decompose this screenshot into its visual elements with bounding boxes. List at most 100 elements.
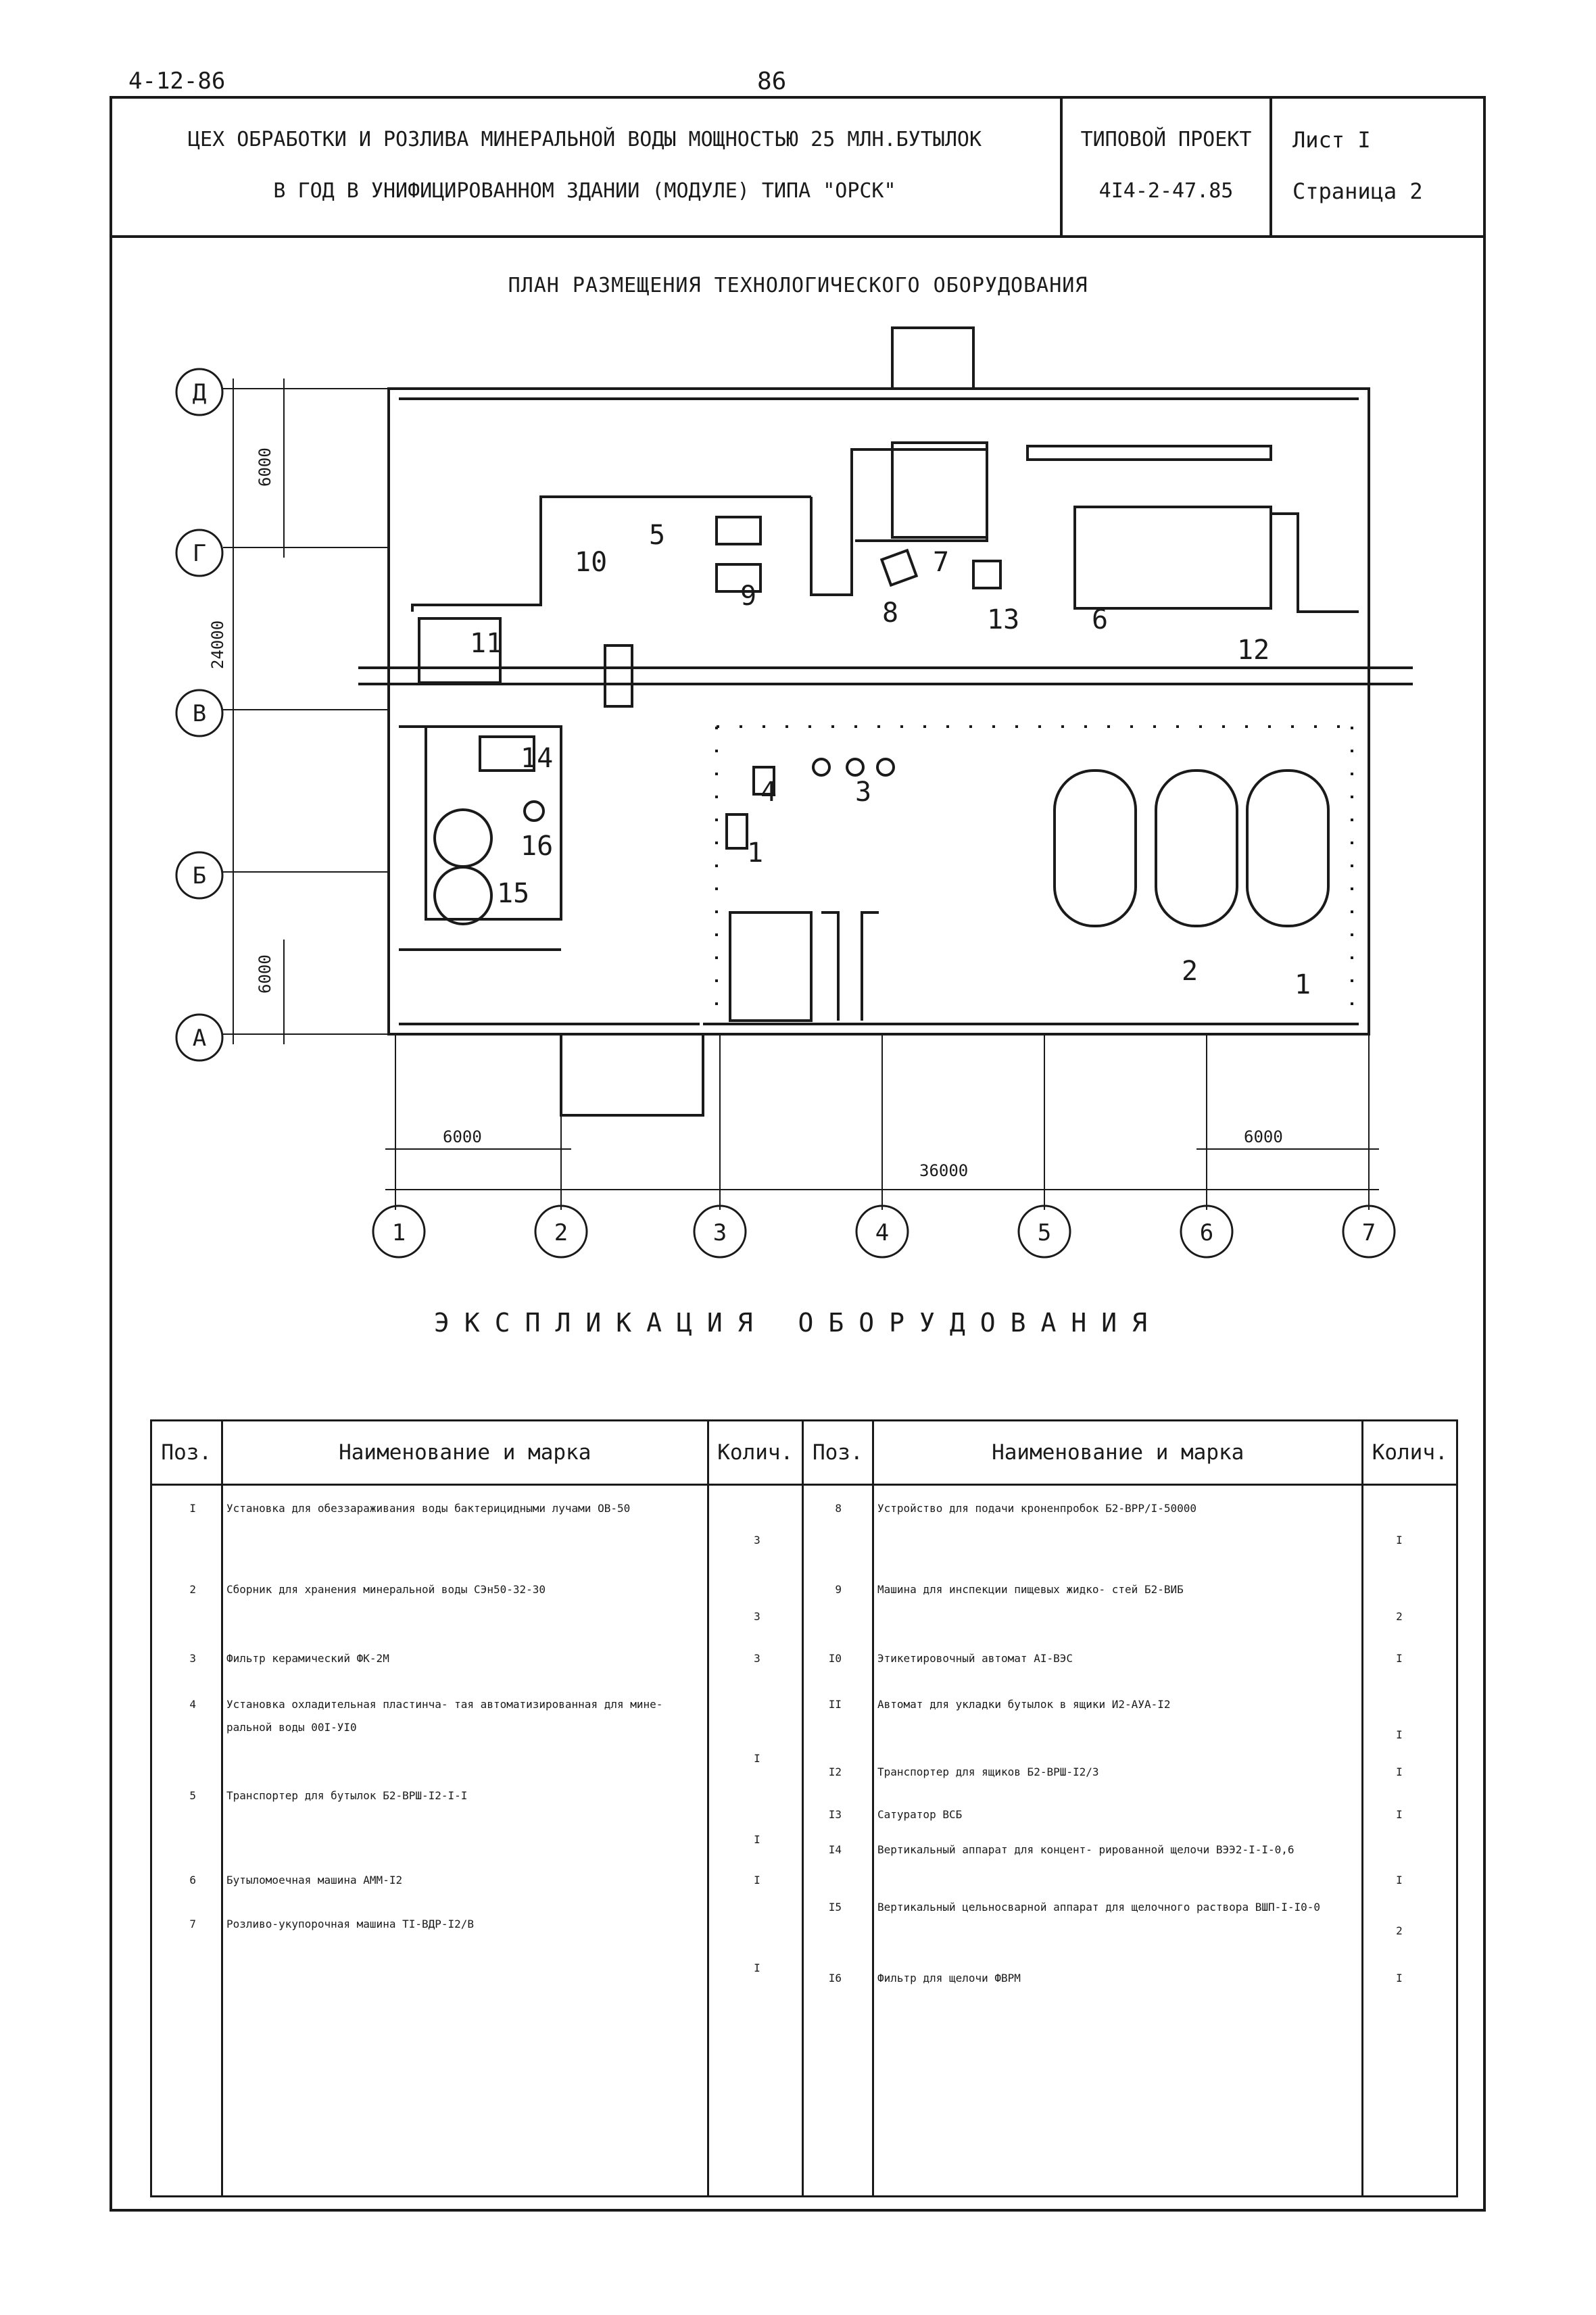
right-qty-8: I: [1396, 1534, 1403, 1546]
label-1-right: 1: [1295, 969, 1311, 1000]
label-10: 10: [575, 547, 607, 578]
axis-label-4: 4: [875, 1219, 889, 1246]
right-qty-16: I: [1396, 1972, 1403, 1984]
project-cell: ТИПОВОЙ ПРОЕКТ 4I4-2-47.85: [1063, 96, 1272, 235]
explication-title: ЭКСПЛИКАЦИЯ ОБОРУДОВАНИЯ: [433, 1308, 1163, 1338]
left-pos-5: 5: [189, 1789, 196, 1802]
row-axis-markers: [175, 368, 224, 1062]
project-label: ТИПОВОЙ ПРОЕКТ: [1080, 128, 1252, 151]
label-4: 4: [760, 777, 777, 808]
col-name-left: [220, 1484, 709, 2197]
header-qty-right: Колич.: [1361, 1419, 1458, 1486]
left-name-1: Установка для обеззараживания воды бакте…: [226, 1502, 631, 1515]
equipment-table: Поз. Наименование и марка Колич. Поз. На…: [150, 1419, 1458, 2197]
column-axis-markers: [372, 1204, 1396, 1259]
axis-label-b: Б: [193, 862, 206, 890]
label-7: 7: [933, 547, 949, 578]
label-13: 13: [987, 604, 1019, 635]
building-walls: [358, 326, 1413, 1117]
header-name-left: Наименование и марка: [220, 1419, 709, 1486]
axis-label-d: Д: [193, 379, 206, 406]
left-pos-3: 3: [189, 1652, 196, 1665]
axis-lines: [223, 379, 1379, 1210]
label-16: 16: [521, 831, 553, 862]
right-name-8: Устройство для подачи кроненпробок Б2-ВР…: [877, 1502, 1197, 1515]
left-pos-2: 2: [189, 1583, 196, 1596]
header-qty-left: Колич.: [706, 1419, 804, 1486]
left-qty-6: I: [754, 1874, 760, 1886]
left-name-5: Транспортер для бутылок Б2-ВРШ-I2-I-I: [226, 1789, 468, 1802]
left-name-6: Бутыломоечная машина АММ-I2: [226, 1874, 403, 1886]
left-name-4: Установка охладительная пластинча- тая а…: [226, 1698, 663, 1734]
right-qty-12: I: [1396, 1765, 1403, 1778]
right-qty-10: I: [1396, 1652, 1403, 1665]
left-qty-7: I: [754, 1961, 760, 1974]
label-5: 5: [649, 520, 665, 551]
title-cell: ЦЕХ ОБРАБОТКИ И РОЗЛИВА МИНЕРАЛЬНОЙ ВОДЫ…: [110, 96, 1063, 235]
right-qty-14: I: [1396, 1874, 1403, 1886]
axis-label-g: Г: [193, 540, 206, 567]
right-pos-11: II: [828, 1698, 842, 1711]
right-name-13: Сатуратор ВСБ: [877, 1808, 963, 1821]
axis-label-6: 6: [1200, 1219, 1213, 1246]
title-line-1: ЦЕХ ОБРАБОТКИ И РОЗЛИВА МИНЕРАЛЬНОЙ ВОДЫ…: [188, 128, 982, 151]
axis-label-5: 5: [1038, 1219, 1051, 1246]
axis-label-v: В: [193, 700, 206, 727]
left-qty-4: I: [754, 1752, 760, 1765]
col-qty-right: [1361, 1484, 1458, 2197]
right-name-14: Вертикальный аппарат для концент- рирова…: [877, 1843, 1295, 1856]
left-name-7: Розливо-укупорочная машина TI-ВДР-I2/В: [226, 1918, 475, 1930]
right-pos-8: 8: [835, 1502, 842, 1515]
axis-label-1: 1: [392, 1219, 406, 1246]
plan-title: ПЛАН РАЗМЕЩЕНИЯ ТЕХНОЛОГИЧЕСКОГО ОБОРУДО…: [508, 274, 1088, 297]
axis-label-a: А: [193, 1025, 206, 1052]
page-label: Страница 2: [1292, 178, 1423, 204]
label-15: 15: [497, 878, 529, 909]
dim-b-a: 6000: [256, 954, 274, 994]
right-pos-14: I4: [828, 1843, 842, 1856]
dim-total-width: 36000: [919, 1161, 968, 1180]
label-8: 8: [882, 598, 898, 629]
label-9: 9: [740, 581, 756, 612]
right-name-9: Машина для инспекции пищевых жидко- стей…: [877, 1583, 1184, 1596]
right-qty-11: I: [1396, 1728, 1403, 1741]
header-pos-left: Поз.: [150, 1419, 223, 1486]
col-qty-left: [706, 1484, 804, 2197]
axis-label-3: 3: [713, 1219, 727, 1246]
title-line-2: В ГОД В УНИФИЦИРОВАННОМ ЗДАНИИ (МОДУЛЕ) …: [273, 179, 896, 203]
left-qty-2: 3: [754, 1610, 760, 1623]
label-12: 12: [1237, 635, 1269, 666]
sheet-label: Лист I: [1292, 127, 1371, 153]
right-pos-13: I3: [828, 1808, 842, 1821]
dim-c6-c7: 6000: [1244, 1127, 1283, 1146]
right-pos-9: 9: [835, 1583, 842, 1596]
project-number: 4I4-2-47.85: [1098, 179, 1234, 203]
col-pos-right: [801, 1484, 875, 2197]
right-name-15: Вертикальный цельносварной аппарат для щ…: [877, 1901, 1321, 1914]
label-14: 14: [521, 743, 553, 774]
dim-d-g: 6000: [256, 447, 274, 487]
left-pos-1: I: [189, 1502, 196, 1515]
dim-c1-c2: 6000: [443, 1127, 482, 1146]
title-block: ЦЕХ ОБРАБОТКИ И РОЗЛИВА МИНЕРАЛЬНОЙ ВОДЫ…: [110, 96, 1486, 238]
sheet-frame: [110, 96, 1486, 2212]
equipment-shapes: [418, 441, 1359, 1022]
right-name-16: Фильтр для щелочи ФВРМ: [877, 1972, 1021, 1984]
left-pos-6: 6: [189, 1874, 196, 1886]
right-pos-12: I2: [828, 1765, 842, 1778]
right-name-11: Автомат для укладки бутылок в ящики И2-А…: [877, 1698, 1171, 1711]
left-name-3: Фильтр керамический ФК-2М: [226, 1652, 389, 1665]
right-qty-13: I: [1396, 1808, 1403, 1821]
right-name-10: Этикетировочный автомат АI-ВЭС: [877, 1652, 1073, 1665]
sheet-cell: Лист I Страница 2: [1272, 96, 1483, 235]
floor-plan: Д Г В Б А 1 2 3 4 5 6 7 6000 24000 6000 …: [175, 326, 1413, 1259]
label-3: 3: [855, 777, 871, 808]
label-2: 2: [1182, 956, 1198, 987]
left-name-2: Сборник для хранения минеральной воды СЭ…: [226, 1583, 546, 1596]
label-6: 6: [1092, 604, 1108, 635]
right-pos-16: I6: [828, 1972, 842, 1984]
left-qty-3: 3: [754, 1652, 760, 1665]
right-qty-9: 2: [1396, 1610, 1403, 1623]
header-pos-right: Поз.: [801, 1419, 875, 1486]
left-qty-5: I: [754, 1833, 760, 1846]
